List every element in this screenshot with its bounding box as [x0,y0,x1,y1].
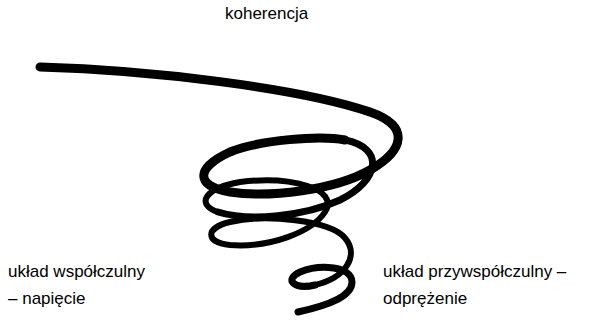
state-label: układ przywspółczulny – odprężenie [383,258,575,312]
state-label: układ współczulny – napięcie [8,258,158,312]
title-label: koherencja [225,0,308,27]
